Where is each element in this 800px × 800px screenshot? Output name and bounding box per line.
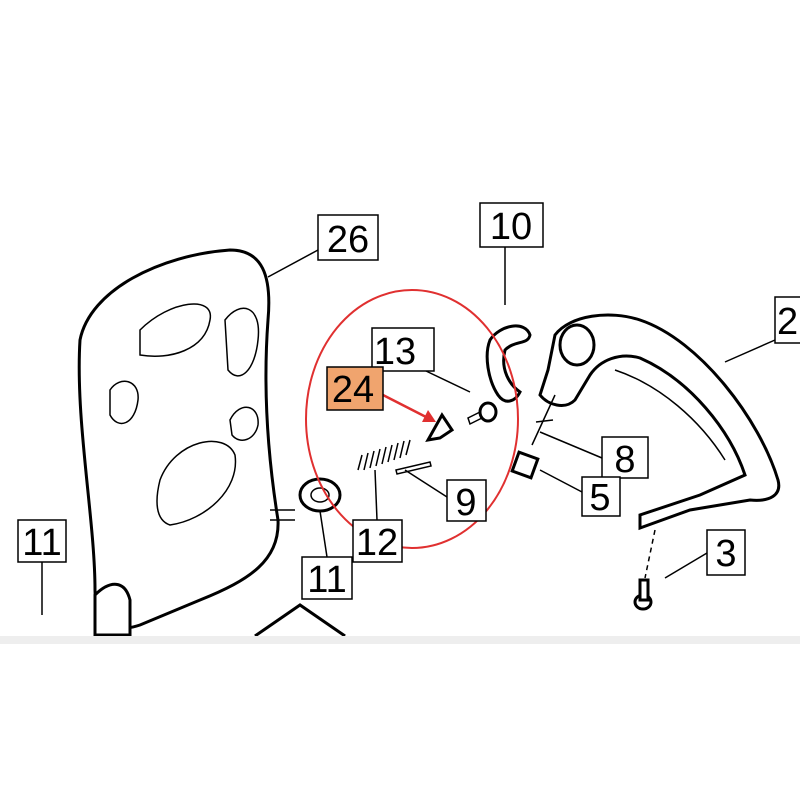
label-5[interactable]: 5 xyxy=(581,476,621,519)
highlight-circle xyxy=(305,289,519,549)
label-text: 8 xyxy=(614,439,635,481)
label-text: 12 xyxy=(356,522,398,564)
spring-part xyxy=(357,439,411,471)
label-text: 9 xyxy=(455,482,476,524)
washer-part xyxy=(535,419,554,423)
label-10[interactable]: 10 xyxy=(479,202,544,248)
label-9[interactable]: 9 xyxy=(446,479,487,524)
label-text: 3 xyxy=(715,533,736,575)
highlight-arrow xyxy=(382,393,436,422)
pin-part xyxy=(395,461,432,475)
label-24-highlighted[interactable]: 24 xyxy=(326,366,384,411)
label-12[interactable]: 12 xyxy=(352,519,403,564)
label-text: 5 xyxy=(589,477,610,519)
label-text: 10 xyxy=(490,206,532,248)
label-26[interactable]: 26 xyxy=(317,214,379,261)
screw-part xyxy=(467,401,498,426)
label-text: 11 xyxy=(307,559,346,601)
rear-handle-part xyxy=(538,313,781,531)
label-13[interactable]: 13 xyxy=(371,327,435,373)
screw-3-part xyxy=(633,529,656,611)
label-2[interactable]: 2 xyxy=(774,296,800,344)
part-fragment xyxy=(254,603,346,638)
leader-lines xyxy=(41,247,776,615)
label-text: 24 xyxy=(332,369,374,411)
bushing-part xyxy=(298,477,342,513)
label-text: 11 xyxy=(22,522,61,564)
bolt-part xyxy=(510,394,556,480)
label-11-left[interactable]: 11 xyxy=(17,519,67,564)
label-8[interactable]: 8 xyxy=(601,436,649,481)
label-text: 13 xyxy=(374,331,416,373)
label-11-middle[interactable]: 11 xyxy=(301,556,353,601)
lever-part xyxy=(425,412,455,442)
hand-guard-part xyxy=(77,248,295,637)
label-text: 2 xyxy=(777,301,798,343)
label-text: 26 xyxy=(327,219,369,261)
label-3[interactable]: 3 xyxy=(706,529,746,576)
